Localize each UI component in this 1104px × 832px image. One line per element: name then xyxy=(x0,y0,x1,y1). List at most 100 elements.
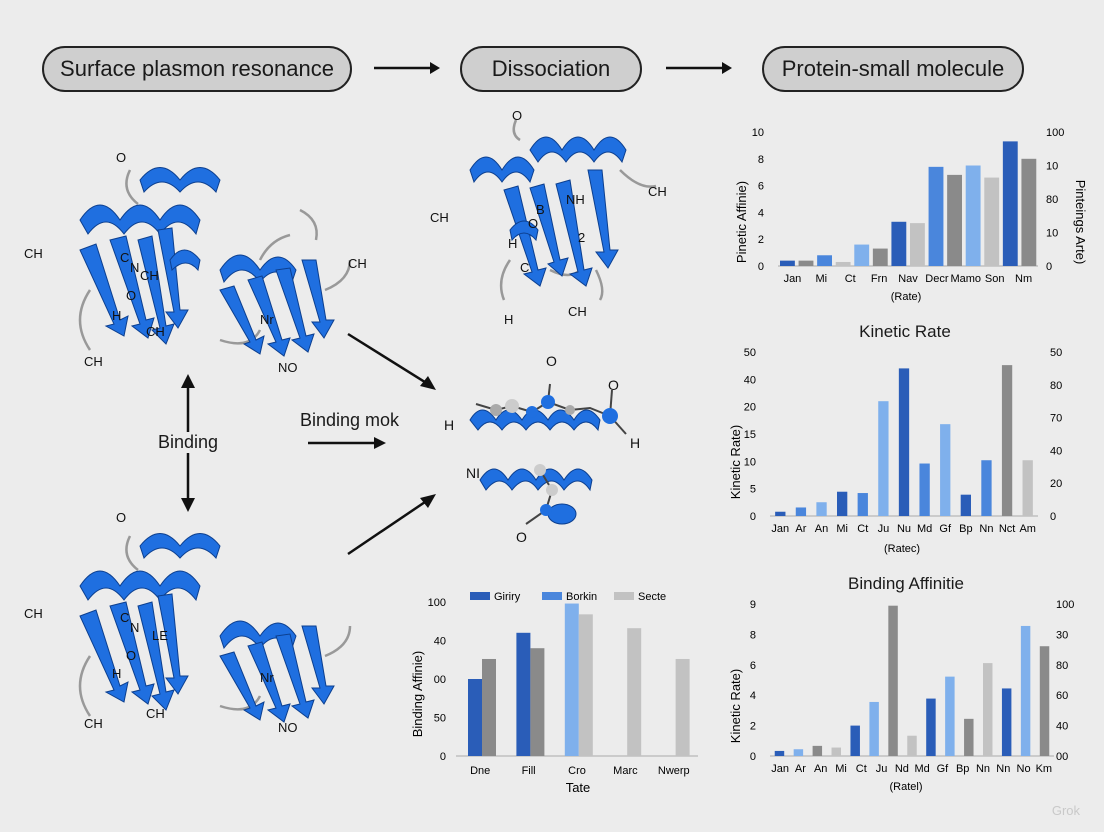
tick-label: 100 xyxy=(1046,127,1064,139)
tick-label: 50 xyxy=(1050,347,1062,359)
atom-label: CH xyxy=(146,706,165,721)
y-axis-title: Pinetic Affinie) Pinteings Arte) xyxy=(734,180,1088,265)
affinity-chart-title: Binding Affinitie xyxy=(848,574,964,593)
x-tick-label: Jan xyxy=(771,763,789,775)
x-tick-label: Decr xyxy=(925,273,949,285)
x-tick-label: Nd xyxy=(895,763,909,775)
tick-label: 60 xyxy=(1056,690,1068,702)
tick-label: 2 xyxy=(758,234,764,246)
tick-label: 0 xyxy=(1046,261,1052,273)
x-tick-label: Nct xyxy=(999,523,1016,535)
bar xyxy=(482,658,496,756)
x-tick-label: An xyxy=(814,763,827,775)
x-tick-label: Frn xyxy=(871,273,888,285)
x-tick-label: Bp xyxy=(959,523,972,535)
bar xyxy=(837,491,848,516)
x-tick-label: Mamo xyxy=(950,273,981,285)
tick-label: 0 xyxy=(750,511,756,523)
bar xyxy=(1001,688,1012,756)
x-tick-label: Md xyxy=(917,523,932,535)
x-tick-label: Nn xyxy=(979,523,993,535)
tick-label: 80 xyxy=(1050,380,1062,392)
bar xyxy=(1039,646,1050,756)
bar xyxy=(812,745,823,756)
atom-label: O xyxy=(116,510,126,525)
x-tick-label: Jan xyxy=(784,273,802,285)
x-tick-label: Ct xyxy=(856,763,867,775)
tick-label: 30 xyxy=(1056,629,1068,641)
legend-label: Borkin xyxy=(566,591,597,603)
arrow-right-icon xyxy=(374,62,440,74)
atom-label: C xyxy=(120,250,129,265)
bar xyxy=(780,260,795,266)
bar xyxy=(793,749,804,756)
x-tick-label: Cro xyxy=(568,765,586,777)
bar xyxy=(1021,158,1037,266)
x-tick-label: Nm xyxy=(1015,273,1032,285)
x-tick-label: Jan xyxy=(771,523,789,535)
x-tick-label: Km xyxy=(1036,763,1053,775)
binding-mok-label: Binding mok xyxy=(300,410,400,430)
atom-label: CH xyxy=(84,354,103,369)
kinetic-chart-title: Kinetic Rate xyxy=(859,322,951,341)
atom-label: O xyxy=(546,353,557,369)
tick-label: 8 xyxy=(758,154,764,166)
x-tick-label: An xyxy=(815,523,828,535)
tick-label: 70 xyxy=(1050,413,1062,425)
x-tick-label: Fill xyxy=(522,765,536,777)
x-tick-label: Marc xyxy=(613,765,638,777)
atom-label: Nr xyxy=(260,312,274,327)
tick-label: 40 xyxy=(1056,721,1068,733)
x-axis-title: Tate xyxy=(566,780,591,795)
tick-label: 10 xyxy=(744,456,756,468)
atom-label: NO xyxy=(278,720,298,735)
bar xyxy=(817,255,832,266)
atom-label: O xyxy=(126,648,136,663)
x-tick-label: Mi xyxy=(835,763,847,775)
bar xyxy=(1001,365,1013,516)
bar xyxy=(774,750,785,756)
atom-label: 2 xyxy=(578,230,585,245)
x-tick-label: Mi xyxy=(836,523,848,535)
bar xyxy=(1002,141,1018,266)
bar xyxy=(965,165,981,266)
x-tick-label: Nav xyxy=(898,273,918,285)
step-label: Surface plasmon resonance xyxy=(60,56,334,81)
atom-label: CH xyxy=(24,246,43,261)
tick-label: 0 xyxy=(758,261,764,273)
legend-swatch xyxy=(470,592,490,600)
atom-label: H xyxy=(444,417,454,433)
step-label: Dissociation xyxy=(491,56,611,81)
tick-label: 00 xyxy=(1056,751,1068,763)
bar xyxy=(891,221,907,266)
tick-label: 50 xyxy=(434,713,446,725)
step-dissociation: Dissociation xyxy=(460,46,642,92)
tick-label: 100 xyxy=(1056,599,1074,611)
bar xyxy=(1022,460,1033,516)
bar xyxy=(578,614,593,756)
tick-label: 4 xyxy=(750,690,756,702)
bar xyxy=(947,174,962,266)
atom-label: CH xyxy=(348,256,367,271)
atom-label: CH xyxy=(568,304,587,319)
atom-label: N xyxy=(130,620,139,635)
bar xyxy=(795,507,807,516)
atom-label: CH xyxy=(24,606,43,621)
x-axis-title: (Rate) xyxy=(891,291,922,303)
bar xyxy=(926,698,936,756)
bar xyxy=(675,658,690,756)
y-axis-title-left: Binding Affinie) xyxy=(410,651,425,738)
tick-label: 40 xyxy=(1050,445,1062,457)
bar xyxy=(516,632,531,756)
bar xyxy=(854,244,870,266)
tick-label: 10 xyxy=(752,127,764,139)
atom-label: Nr xyxy=(260,670,274,685)
y-axis-title-left: Pinetic Affinie) xyxy=(734,181,749,263)
tick-label: 0 xyxy=(1050,511,1056,523)
x-tick-label: Gf xyxy=(939,523,952,535)
atom-label: O xyxy=(528,216,538,231)
tick-label: 0 xyxy=(750,751,756,763)
bar xyxy=(928,166,944,266)
bar xyxy=(984,177,1000,266)
